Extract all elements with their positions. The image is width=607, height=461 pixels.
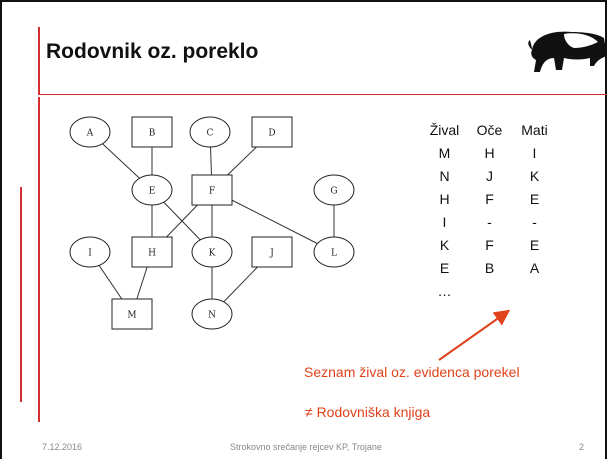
slide-title: Rodovnik oz. poreklo (46, 40, 259, 63)
table-row: H F E (422, 191, 557, 214)
cell-mother: E (529, 191, 540, 207)
cell-animal: N (439, 168, 450, 184)
pedigree-node-I: I (69, 236, 111, 268)
pedigree-node-label: K (209, 249, 216, 259)
pedigree-nodes: A B C D E F G I H K J L M N (69, 116, 355, 330)
cell-mother: E (529, 237, 540, 253)
cell-mother: I (532, 145, 537, 161)
title-rule (38, 94, 607, 95)
cell-animal: E (439, 260, 450, 276)
footer-event: Strokovno srečanje rejcev KP, Trojane (230, 442, 382, 452)
left-accent-bar-outer (20, 187, 22, 402)
pedigree-node-label: M (127, 311, 136, 321)
cell-animal: K (439, 237, 450, 253)
cell-father: B (484, 260, 495, 276)
cell-mother (512, 283, 557, 306)
pedigree-node-L: L (313, 236, 355, 268)
cell-animal: H (439, 191, 450, 207)
pedigree-table: Žival Oče Mati M H I N J K H F E I - - K… (422, 122, 557, 306)
cell-animal: M (438, 145, 451, 161)
pedigree-node-N: N (191, 298, 233, 330)
cell-father: H (484, 145, 495, 161)
pedigree-node-M: M (111, 298, 153, 330)
pedigree-list-note: Seznam žival oz. evidenca porekel (304, 364, 520, 380)
table-row: N J K (422, 168, 557, 191)
pedigree-edges (89, 131, 335, 315)
table-row: M H I (422, 145, 557, 168)
pedigree-node-H: H (131, 236, 173, 268)
pedigree-node-K: K (191, 236, 233, 268)
cell-mother: A (529, 260, 540, 276)
cell-father: J (486, 168, 493, 184)
pedigree-node-label: F (209, 187, 215, 197)
pedigree-node-label: A (86, 129, 94, 139)
pedigree-node-label: H (148, 249, 156, 259)
title-accent-bar (38, 27, 40, 95)
pedigree-node-label: L (331, 249, 337, 259)
pedigree-node-label: B (149, 129, 156, 139)
cell-animal: I (442, 214, 447, 230)
pedigree-node-E: E (131, 174, 173, 206)
pedigree-node-label: C (207, 129, 214, 139)
pedigree-node-label: J (269, 249, 274, 259)
table-header-row: Žival Oče Mati (422, 122, 557, 145)
cell-father (467, 283, 512, 306)
header-mother: Mati (521, 122, 548, 138)
pedigree-node-label: D (268, 129, 275, 139)
cell-father: - (487, 214, 492, 230)
header-animal: Žival (429, 122, 460, 138)
cell-mother: - (532, 214, 537, 230)
left-accent-bar (38, 97, 40, 422)
footer-date: 7.12.2016 (42, 442, 83, 452)
table-row: … (422, 283, 557, 306)
pedigree-node-label: E (149, 187, 156, 197)
pedigree-node-C: C (189, 116, 231, 148)
table-row: K F E (422, 237, 557, 260)
herdbook-note: ≠ Rodovniška knjiga (305, 404, 431, 420)
cell-mother: K (529, 168, 540, 184)
table-row: E B A (422, 260, 557, 283)
cell-animal: … (437, 283, 452, 299)
table-row: I - - (422, 214, 557, 237)
cell-father: F (485, 237, 494, 253)
pedigree-node-F: F (191, 174, 233, 206)
pedigree-node-label: N (208, 311, 216, 321)
pig-icon (528, 31, 607, 72)
pedigree-node-A: A (69, 116, 111, 148)
page-number: 2 (579, 442, 585, 452)
pedigree-node-B: B (131, 116, 173, 148)
pedigree-node-D: D (251, 116, 293, 148)
pedigree-node-G: G (313, 174, 355, 206)
pedigree-node-J: J (251, 236, 293, 268)
pedigree-node-label: I (88, 249, 92, 259)
pedigree-diagram: A B C D E F G I H K J L M N (69, 116, 355, 330)
pedigree-node-label: G (330, 187, 337, 197)
cell-father: F (485, 191, 494, 207)
header-father: Oče (476, 122, 503, 138)
